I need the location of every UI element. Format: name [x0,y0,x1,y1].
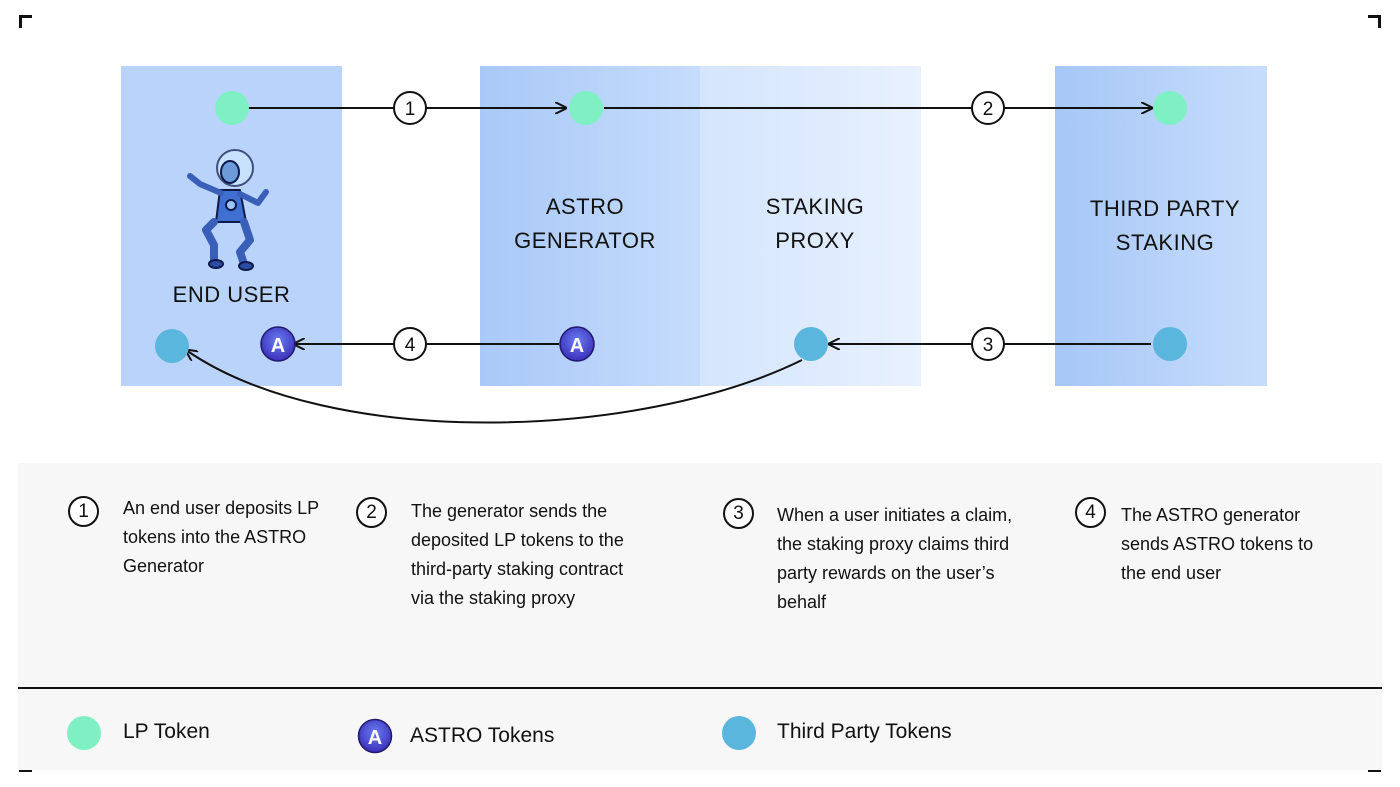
step-1-text: An end user deposits LP tokens into the … [123,498,319,576]
legend-divider [18,687,1382,689]
end-user-label: END USER [172,282,291,307]
astro-token-glyph: A [271,335,285,357]
arrow-step-1: 1 [393,91,427,125]
arrow-step-2-label: 2 [983,99,994,120]
frame-corner-top-left [19,15,32,28]
lp-token-icon [569,91,603,125]
step-2-badge: 2 [356,497,387,528]
astro-generator-label: ASTRO GENERATOR [514,194,656,253]
arrow-step-3-label: 3 [983,335,994,356]
astro-token-icon: A [559,326,595,362]
legend-third-party-token-icon [722,716,756,750]
step-4-text: The ASTRO generator sends ASTRO tokens t… [1121,505,1314,583]
staking-proxy-label: STAKING PROXY [765,194,865,253]
third-party-staking-label: THIRD PARTY STAKING [1089,196,1241,255]
explanation-panel [18,463,1382,770]
legend-astro-glyph: A [368,727,382,749]
legend-third-party-token-label: Third Party Tokens [777,720,952,743]
arrow-third-party-to-user [186,350,803,424]
legend-lp-token-icon [67,716,101,750]
arrow-step-2: 2 [971,91,1005,125]
step-2-text: The generator sends the deposited LP tok… [411,501,624,608]
astronaut-icon [187,149,269,271]
step-3-text: When a user initiates a claim, the staki… [777,505,1013,612]
third-party-token-icon [794,327,828,361]
astro-token-icon: A [260,326,296,362]
legend-lp-token-label: LP Token [123,720,210,743]
arrow-step-4: 4 [393,327,427,361]
lp-token-icon [1153,91,1187,125]
astro-token-glyph: A [570,335,584,357]
step-1-badge: 1 [68,496,99,527]
arrow-step-4-label: 4 [405,335,416,356]
arrow-step-1-label: 1 [405,99,416,120]
third-party-token-icon [155,329,189,363]
frame-corner-top-right [1368,15,1381,28]
third-party-token-icon [1153,327,1187,361]
legend-astro-token-label: ASTRO Tokens [410,724,555,747]
step-4-badge: 4 [1075,497,1106,528]
arrow-step-3: 3 [971,327,1005,361]
step-3-badge: 3 [723,498,754,529]
legend-astro-token-icon: A [357,718,393,754]
lp-token-icon [215,91,249,125]
